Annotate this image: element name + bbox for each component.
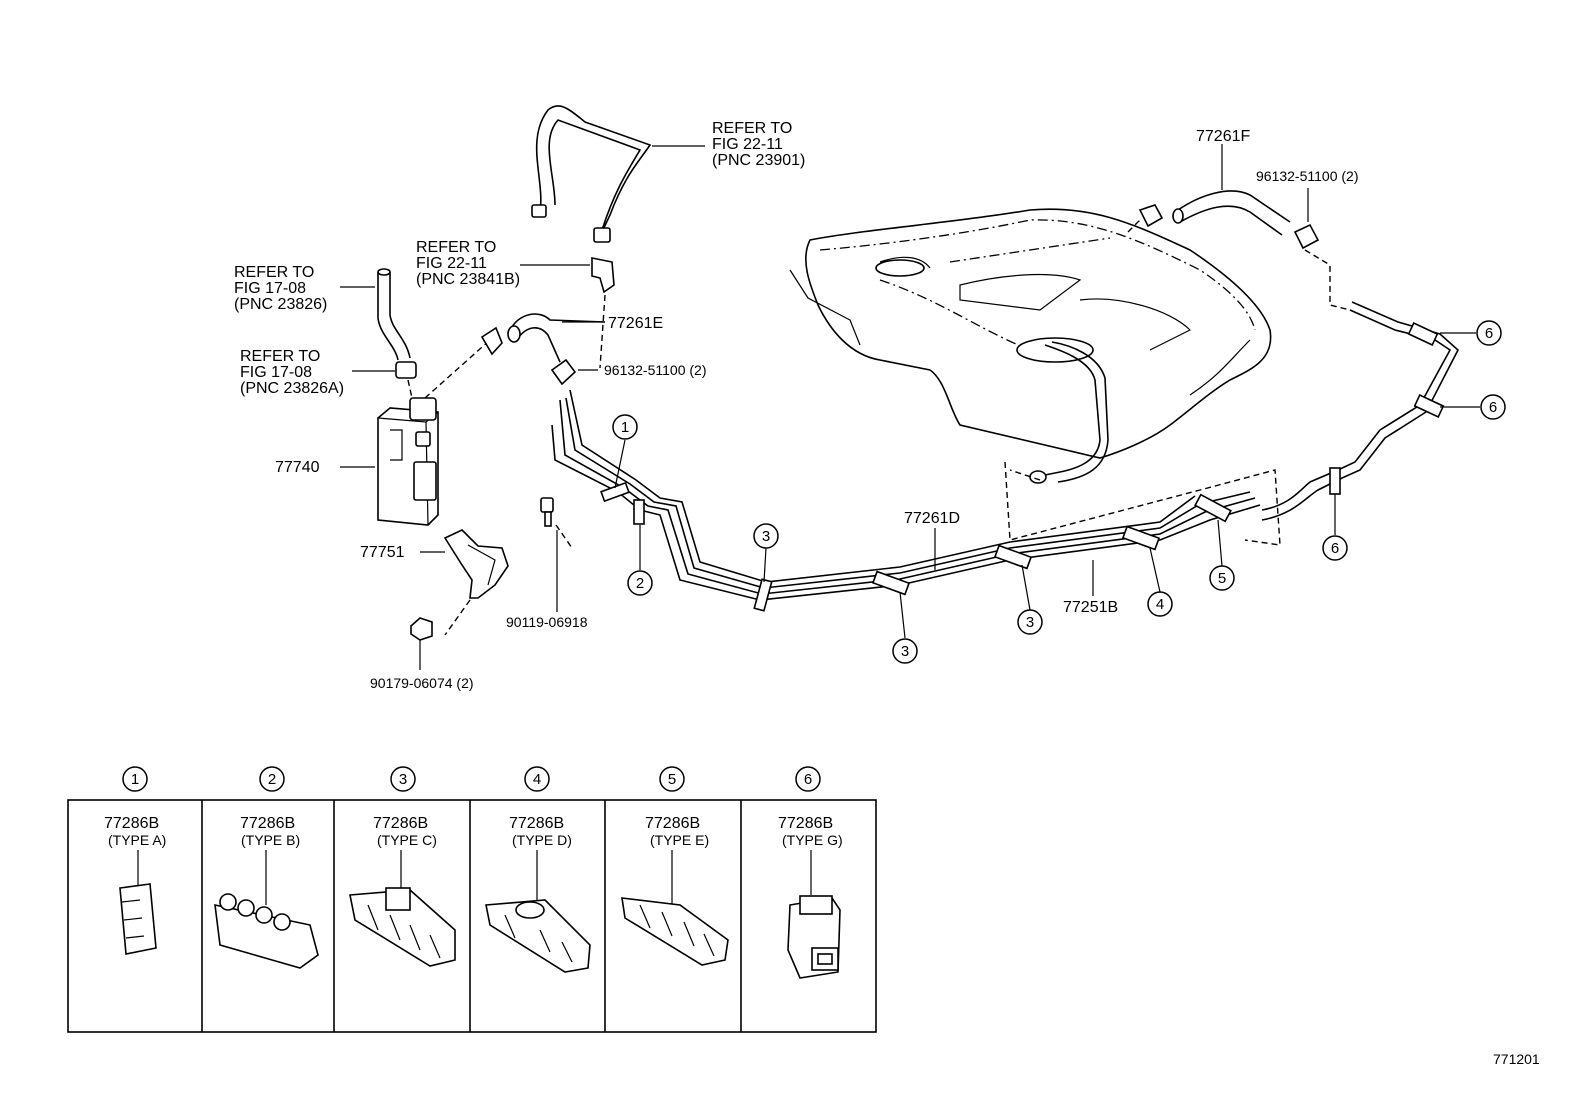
svg-text:5: 5 <box>1218 570 1226 587</box>
callout-6b: 6 <box>1440 394 1506 420</box>
callout-6c: 6 <box>1322 494 1348 561</box>
clamps-on-lines <box>600 322 1445 612</box>
label-77751: 77751 <box>360 544 405 561</box>
label-77261e: 77261E <box>608 315 663 332</box>
svg-text:REFER TO: REFER TO <box>240 348 320 365</box>
canister-bracket <box>443 529 509 599</box>
svg-text:(TYPE D): (TYPE D) <box>512 832 572 848</box>
fuel-lines <box>551 301 1459 601</box>
svg-text:77286B: 77286B <box>509 815 564 832</box>
svg-text:2: 2 <box>636 575 644 592</box>
svg-text:3: 3 <box>1026 614 1034 631</box>
label-77261d: 77261D <box>904 510 960 527</box>
label-77261f: 77261F <box>1196 128 1250 145</box>
svg-text:77286B: 77286B <box>104 815 159 832</box>
refer-line2: FIG 22-11 <box>712 136 783 153</box>
label-96132-top: 96132-51100 (2) <box>1256 168 1358 184</box>
svg-text:(PNC 23826): (PNC 23826) <box>234 296 327 313</box>
svg-text:4: 4 <box>533 771 541 788</box>
refer-23841b-label: REFER TO FIG 22-11 (PNC 23841B) <box>416 239 520 288</box>
svg-text:(PNC 23826A): (PNC 23826A) <box>240 380 344 397</box>
connector-23841b <box>591 257 615 294</box>
svg-text:3: 3 <box>762 528 770 545</box>
svg-text:FIG 17-08: FIG 17-08 <box>234 280 306 297</box>
svg-text:(TYPE C): (TYPE C) <box>377 832 437 848</box>
clamp-type-g: 6 77286B (TYPE G) <box>778 766 843 979</box>
fuel-tank <box>789 208 1272 459</box>
callout-1: 1 <box>612 414 638 489</box>
hose-77261e <box>507 313 606 363</box>
svg-text:(TYPE A): (TYPE A) <box>108 832 166 848</box>
callout-4: 4 <box>1147 547 1173 617</box>
label-96132-mid: 96132-51100 (2) <box>604 362 706 378</box>
svg-text:77286B: 77286B <box>373 815 428 832</box>
svg-text:4: 4 <box>1156 596 1164 613</box>
clamp-type-e: 5 77286B (TYPE E) <box>621 766 729 966</box>
hose-77261f <box>1172 190 1291 236</box>
svg-text:6: 6 <box>1485 325 1493 342</box>
label-77251b: 77251B <box>1063 599 1118 616</box>
svg-text:6: 6 <box>1331 540 1339 557</box>
svg-text:(TYPE E): (TYPE E) <box>650 832 709 848</box>
refer-23826a-label: REFER TO FIG 17-08 (PNC 23826A) <box>240 348 344 397</box>
svg-text:REFER TO: REFER TO <box>234 264 314 281</box>
svg-text:FIG 22-11: FIG 22-11 <box>416 255 487 272</box>
hose-23826 <box>377 272 399 361</box>
clamp-table <box>67 799 877 1033</box>
figure-id: 771201 <box>1493 1051 1540 1067</box>
svg-text:6: 6 <box>1489 399 1497 416</box>
label-90179: 90179-06074 (2) <box>370 675 474 691</box>
svg-text:77286B: 77286B <box>778 815 833 832</box>
clamp-type-a: 1 77286B (TYPE A) <box>104 766 166 955</box>
callout-6a: 6 <box>1440 320 1502 346</box>
clip-23826a <box>395 361 417 379</box>
callout-2: 2 <box>627 525 653 596</box>
svg-text:REFER TO: REFER TO <box>416 239 496 256</box>
svg-text:(TYPE B): (TYPE B) <box>241 832 300 848</box>
svg-text:5: 5 <box>668 771 676 788</box>
clip-77261e-left <box>480 326 503 356</box>
clip-77261f-left <box>1138 204 1164 228</box>
callout-5: 5 <box>1209 519 1235 591</box>
svg-text:1: 1 <box>621 419 629 436</box>
clamp-type-c: 3 77286B (TYPE C) <box>349 766 456 967</box>
clamp-type-d: 4 77286B (TYPE D) <box>485 766 591 973</box>
svg-text:2: 2 <box>268 771 276 788</box>
svg-text:(TYPE G): (TYPE G) <box>782 832 843 848</box>
svg-text:FIG 17-08: FIG 17-08 <box>240 364 312 381</box>
charcoal-canister <box>377 397 439 526</box>
clip-96132-top <box>1293 223 1320 250</box>
callout-3a: 3 <box>753 523 779 583</box>
refer-23826-label: REFER TO FIG 17-08 (PNC 23826) <box>234 264 327 313</box>
refer-23901-label: REFER TO FIG 22-11 (PNC 23901) <box>712 120 805 169</box>
svg-text:3: 3 <box>399 771 407 788</box>
clip-96132-mid <box>550 358 577 386</box>
clamp-type-b: 2 77286B (TYPE B) <box>214 766 319 969</box>
svg-text:77286B: 77286B <box>240 815 295 832</box>
hose-23901 <box>531 105 652 243</box>
svg-text:6: 6 <box>804 771 812 788</box>
refer-line3: (PNC 23901) <box>712 152 805 169</box>
bolt-90119 <box>540 497 554 527</box>
svg-text:1: 1 <box>131 771 139 788</box>
svg-text:77286B: 77286B <box>645 815 700 832</box>
callout-3c: 3 <box>1017 564 1043 635</box>
label-90119: 90119-06918 <box>506 614 588 630</box>
refer-line1: REFER TO <box>712 120 792 137</box>
svg-text:(PNC 23841B): (PNC 23841B) <box>416 271 520 288</box>
label-77740: 77740 <box>275 459 320 476</box>
nut-90179 <box>410 617 433 641</box>
svg-text:3: 3 <box>901 643 909 660</box>
callout-3b: 3 <box>892 591 918 664</box>
